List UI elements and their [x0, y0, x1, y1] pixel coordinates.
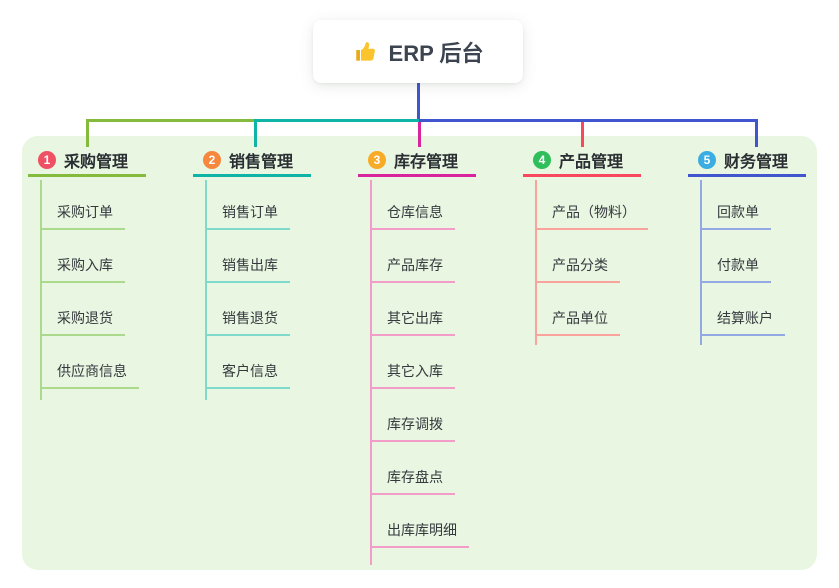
branch-header[interactable]: 1 采购管理 [28, 146, 146, 177]
child-node[interactable]: 采购订单 [40, 202, 125, 230]
child-node[interactable]: 产品（物料） [535, 202, 648, 230]
child-node[interactable]: 回款单 [700, 202, 771, 230]
branch-children: 采购订单 采购入库 采购退货 供应商信息 [40, 202, 190, 389]
thumbs-up-icon [353, 39, 379, 65]
branch-trunk-line [700, 180, 702, 345]
branch-1: 1 采购管理 采购订单 采购入库 采购退货 供应商信息 [28, 146, 190, 400]
child-label: 采购订单 [57, 204, 113, 220]
child-label: 客户信息 [222, 363, 278, 379]
branch-3: 3 库存管理 仓库信息 产品库存 其它出库 其它入库 库存调拨 库存盘点 出库库… [358, 146, 520, 565]
child-label: 库存盘点 [387, 469, 443, 485]
branch-number-badge: 2 [203, 151, 221, 169]
root-stem-line [417, 83, 420, 120]
child-label: 仓库信息 [387, 204, 443, 220]
branch-number-badge: 4 [533, 151, 551, 169]
child-node[interactable]: 销售订单 [205, 202, 290, 230]
child-label: 采购入库 [57, 257, 113, 273]
child-node[interactable]: 客户信息 [205, 361, 290, 389]
child-label: 其它入库 [387, 363, 443, 379]
child-node[interactable]: 产品分类 [535, 255, 620, 283]
child-node[interactable]: 销售退货 [205, 308, 290, 336]
child-node[interactable]: 产品单位 [535, 308, 620, 336]
child-label: 产品单位 [552, 310, 608, 326]
child-node[interactable]: 产品库存 [370, 255, 455, 283]
branch-trunk-line [370, 180, 372, 565]
branch-number-badge: 1 [38, 151, 56, 169]
child-label: 出库库明细 [387, 522, 457, 538]
branches-panel [22, 136, 817, 570]
branch-header[interactable]: 4 产品管理 [523, 146, 641, 177]
branch-children: 回款单 付款单 结算账户 [700, 202, 839, 336]
rail-segment-left [86, 119, 254, 122]
branch-4: 4 产品管理 产品（物料） 产品分类 产品单位 [523, 146, 685, 345]
branch-label: 产品管理 [559, 154, 624, 171]
branch-5: 5 财务管理 回款单 付款单 结算账户 [688, 146, 839, 345]
child-node[interactable]: 其它出库 [370, 308, 455, 336]
child-label: 库存调拨 [387, 416, 443, 432]
child-label: 产品分类 [552, 257, 608, 273]
drop-line-inventory [418, 122, 421, 147]
rail-segment-right [419, 119, 758, 122]
drop-line-product [581, 122, 584, 147]
branch-children: 仓库信息 产品库存 其它出库 其它入库 库存调拨 库存盘点 出库库明细 [370, 202, 520, 548]
branch-header[interactable]: 5 财务管理 [688, 146, 806, 177]
child-label: 结算账户 [717, 310, 773, 326]
child-label: 其它出库 [387, 310, 443, 326]
branch-number-badge: 3 [368, 151, 386, 169]
branch-trunk-line [535, 180, 537, 345]
branch-label: 财务管理 [724, 154, 789, 171]
child-node[interactable]: 付款单 [700, 255, 771, 283]
branch-label: 采购管理 [64, 154, 129, 171]
child-label: 销售订单 [222, 204, 278, 220]
child-node[interactable]: 销售出库 [205, 255, 290, 283]
child-label: 付款单 [717, 257, 759, 273]
branch-trunk-line [40, 180, 42, 400]
child-label: 产品库存 [387, 257, 443, 273]
drop-line-sales [254, 119, 257, 147]
root-node[interactable]: ERP 后台 [313, 20, 523, 83]
child-node[interactable]: 出库库明细 [370, 520, 469, 548]
child-label: 采购退货 [57, 310, 113, 326]
branch-header[interactable]: 3 库存管理 [358, 146, 476, 177]
child-label: 产品（物料） [552, 204, 636, 220]
child-label: 回款单 [717, 204, 759, 220]
child-label: 供应商信息 [57, 363, 127, 379]
child-label: 销售出库 [222, 257, 278, 273]
drop-line-finance [755, 119, 758, 147]
branch-number-badge: 5 [698, 151, 716, 169]
branch-children: 产品（物料） 产品分类 产品单位 [535, 202, 685, 336]
child-node[interactable]: 结算账户 [700, 308, 785, 336]
child-node[interactable]: 采购入库 [40, 255, 125, 283]
drop-line-purchase [86, 119, 89, 147]
child-node[interactable]: 库存盘点 [370, 467, 455, 495]
branch-children: 销售订单 销售出库 销售退货 客户信息 [205, 202, 355, 389]
branch-trunk-line [205, 180, 207, 400]
branch-header[interactable]: 2 销售管理 [193, 146, 311, 177]
child-node[interactable]: 供应商信息 [40, 361, 139, 389]
branch-label: 销售管理 [229, 154, 294, 171]
branch-2: 2 销售管理 销售订单 销售出库 销售退货 客户信息 [193, 146, 355, 400]
child-label: 销售退货 [222, 310, 278, 326]
child-node[interactable]: 库存调拨 [370, 414, 455, 442]
root-title: ERP 后台 [388, 40, 484, 66]
branch-label: 库存管理 [394, 154, 459, 171]
child-node[interactable]: 其它入库 [370, 361, 455, 389]
child-node[interactable]: 采购退货 [40, 308, 125, 336]
rail-segment-mid [254, 119, 419, 122]
child-node[interactable]: 仓库信息 [370, 202, 455, 230]
